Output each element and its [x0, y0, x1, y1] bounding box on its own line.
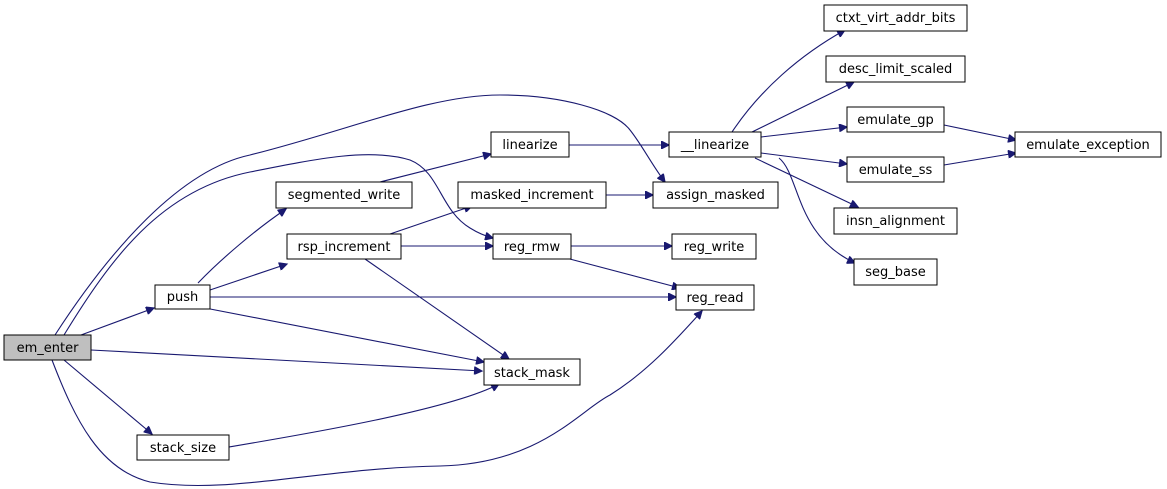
- node-ctxt_virt_addr_bits[interactable]: ctxt_virt_addr_bits: [823, 4, 968, 32]
- node-label: stack_size: [150, 441, 216, 456]
- edge-reg_rmw-reg_read: [565, 257, 680, 288]
- node-label: linearize: [502, 138, 557, 153]
- node-reg_rmw[interactable]: reg_rmw: [492, 233, 572, 260]
- edge-__linearize-emulate_ss: [760, 152, 847, 164]
- node-reg_write[interactable]: reg_write: [671, 233, 757, 260]
- edge-rsp_increment-masked_increment: [389, 206, 472, 235]
- node-label: reg_write: [684, 240, 745, 255]
- node-label: emulate_gp: [857, 113, 934, 128]
- node-label: reg_rmw: [504, 240, 561, 255]
- node-seg_base[interactable]: seg_base: [853, 258, 938, 286]
- edge-segmented_write-linearize: [379, 154, 491, 183]
- node-emulate_ss[interactable]: emulate_ss: [846, 156, 945, 183]
- edge-em_enter-assign_masked: [54, 94, 665, 336]
- node-label: seg_base: [865, 265, 926, 280]
- node-push[interactable]: push: [154, 284, 211, 310]
- edge-__linearize-seg_base: [778, 157, 855, 263]
- node-label: insn_alignment: [846, 214, 945, 229]
- node-label: emulate_exception: [1026, 138, 1150, 153]
- edge-em_enter-stack_size: [63, 359, 152, 434]
- edge-emulate_ss-emulate_exception: [943, 153, 1016, 166]
- node-label: desc_limit_scaled: [839, 62, 953, 77]
- edge-__linearize-ctxt_virt_addr_bits: [731, 30, 845, 133]
- edge-em_enter-reg_rmw: [63, 154, 493, 336]
- node-assign_masked[interactable]: assign_masked: [652, 181, 779, 209]
- edge-__linearize-emulate_gp: [760, 127, 847, 138]
- node-linearize[interactable]: linearize: [490, 131, 570, 158]
- node-stack_mask[interactable]: stack_mask: [483, 358, 581, 386]
- node-label: rsp_increment: [298, 240, 391, 255]
- node-label: ctxt_virt_addr_bits: [836, 11, 956, 26]
- node-label: assign_masked: [666, 188, 765, 203]
- edge-push-segmented_write: [197, 209, 286, 284]
- node-em_enter[interactable]: em_enter: [3, 334, 92, 361]
- node-__linearize[interactable]: __linearize: [668, 131, 762, 158]
- edge-emulate_gp-emulate_exception: [943, 124, 1016, 140]
- edge-__linearize-insn_alignment: [754, 157, 858, 207]
- node-masked_increment[interactable]: masked_increment: [457, 181, 607, 209]
- node-segmented_write[interactable]: segmented_write: [275, 181, 413, 209]
- node-emulate_exception[interactable]: emulate_exception: [1014, 131, 1162, 158]
- node-insn_alignment[interactable]: insn_alignment: [833, 207, 958, 235]
- edge-push-stack_mask: [204, 307, 484, 362]
- node-rsp_increment[interactable]: rsp_increment: [286, 233, 402, 260]
- node-label: reg_read: [686, 291, 743, 306]
- edge-em_enter-reg_read: [51, 311, 702, 487]
- node-emulate_gp[interactable]: emulate_gp: [846, 106, 945, 133]
- edge-rsp_increment-stack_mask: [364, 258, 509, 359]
- edge-stack_size-stack_mask: [228, 384, 499, 448]
- edge-__linearize-desc_limit_scaled: [751, 82, 854, 133]
- node-label: em_enter: [17, 341, 79, 356]
- node-label: __linearize: [680, 138, 749, 153]
- edges: [51, 30, 1016, 487]
- edge-em_enter-stack_mask: [90, 349, 482, 371]
- edge-em_enter-push: [80, 308, 154, 336]
- node-desc_limit_scaled[interactable]: desc_limit_scaled: [825, 55, 966, 83]
- node-label: stack_mask: [494, 366, 570, 381]
- node-label: push: [167, 290, 199, 305]
- edge-push-rsp_increment: [209, 264, 287, 291]
- node-reg_read[interactable]: reg_read: [675, 284, 755, 311]
- node-stack_size[interactable]: stack_size: [136, 434, 230, 461]
- node-label: segmented_write: [288, 188, 400, 203]
- node-label: masked_increment: [470, 188, 593, 203]
- node-label: emulate_ss: [859, 163, 933, 178]
